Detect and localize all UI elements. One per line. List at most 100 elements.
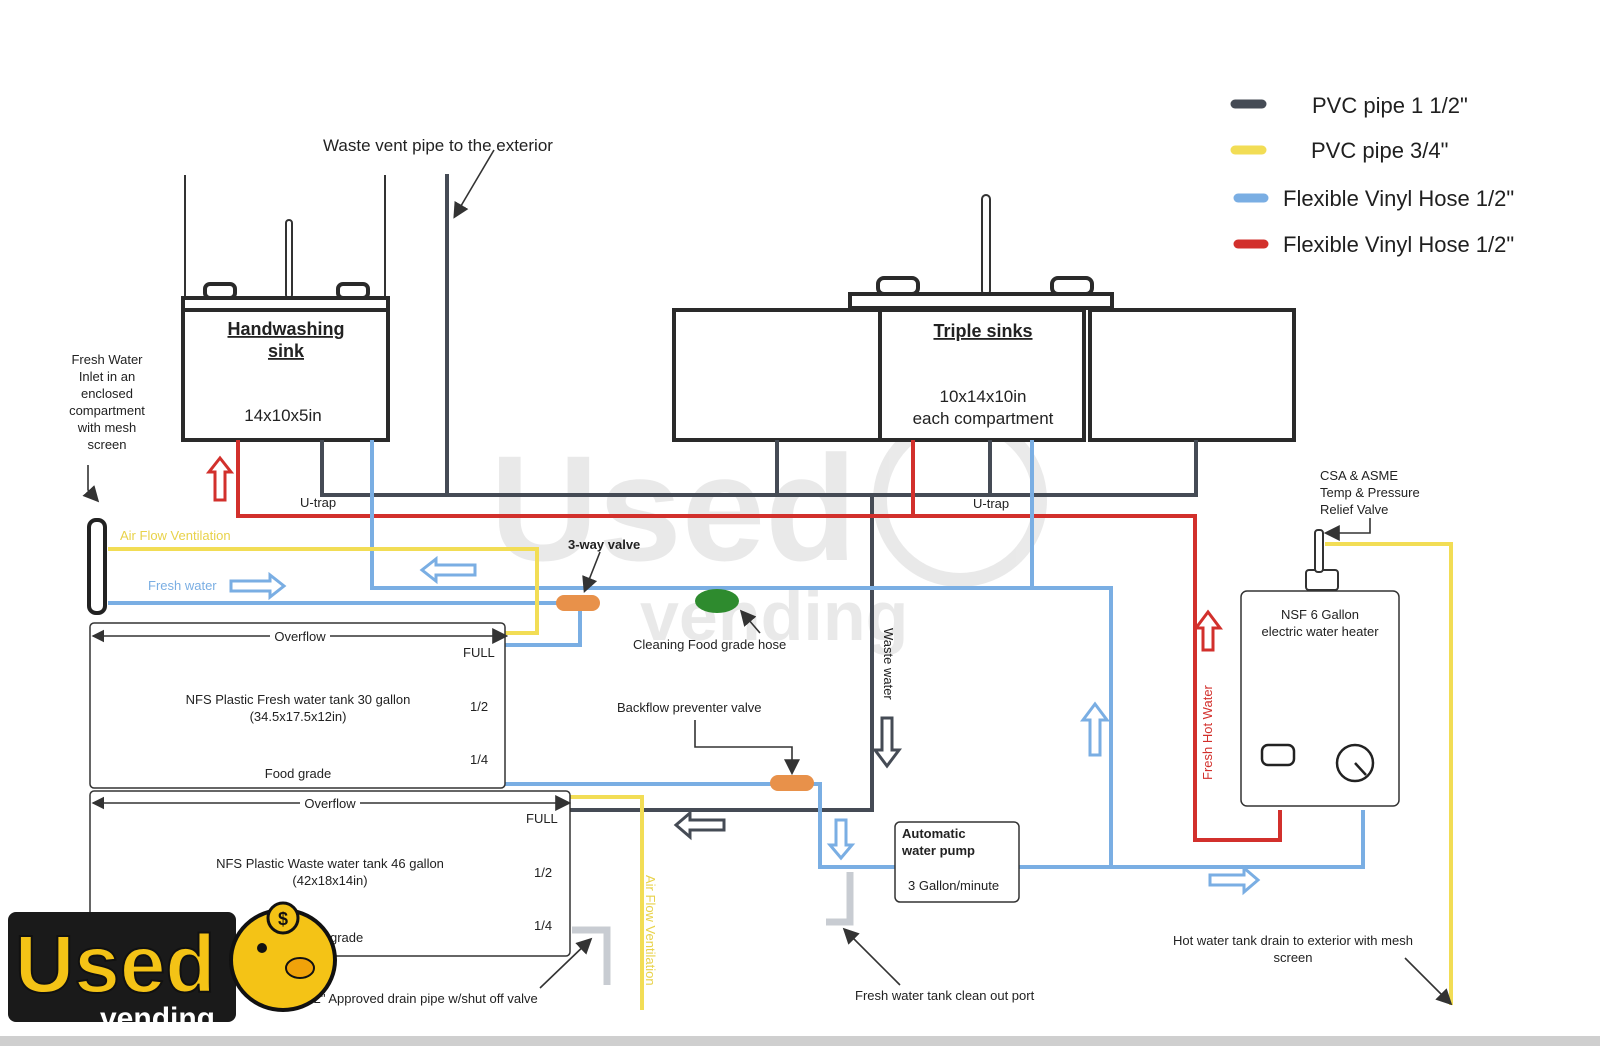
- water-pump: Automatic water pump 3 Gallon/minute: [894, 821, 1020, 903]
- backflow-label: Backflow preventer valve: [617, 700, 762, 715]
- heater-line-0: NSF 6 Gallon: [1281, 607, 1359, 622]
- fresh-tank-name-2: (34.5x17.5x12in): [250, 709, 347, 724]
- flow-arrows: [205, 455, 1261, 896]
- fresh-tank-overflow: Overflow: [274, 629, 326, 644]
- waste-pipes: [320, 440, 1198, 812]
- triple-dims-2: each compartment: [913, 409, 1054, 428]
- faucet-icon: [981, 194, 991, 296]
- legend-label-0: PVC pipe 1 1/2": [1312, 93, 1468, 118]
- fresh-tank-half: 1/2: [470, 699, 488, 714]
- flow-arrow-up-red-icon: [205, 455, 235, 502]
- triple-sinks: Triple sinks 10x14x10in each compartment: [672, 194, 1296, 442]
- footer-bar: [0, 1036, 1600, 1046]
- fresh-hot-label: Fresh Hot Water: [1200, 684, 1215, 780]
- legend: PVC pipe 1 1/2" PVC pipe 3/4" Flexible V…: [1230, 93, 1514, 257]
- fresh-water-inlet: [87, 518, 107, 615]
- waste-tank-overflow: Overflow: [304, 796, 356, 811]
- waste-tank-name-2: (42x18x14in): [292, 873, 367, 888]
- csa-line-0: CSA & ASME: [1320, 468, 1398, 483]
- air-flow-top-label: Air Flow Ventilation: [120, 528, 231, 543]
- waste-vent-label: Waste vent pipe to the exterior: [323, 136, 553, 155]
- hot-drain-line-2: screen: [1273, 950, 1312, 965]
- three-way-arrow: [582, 551, 601, 593]
- heater-line-1: electric water heater: [1261, 624, 1379, 639]
- fresh-water-pipes: [108, 440, 1365, 869]
- legend-label-2: Flexible Vinyl Hose 1/2": [1283, 186, 1514, 211]
- handwashing-sink: Handwashing sink 14x10x5in: [181, 175, 390, 442]
- flow-arrow-left-dark-icon: [673, 809, 726, 841]
- three-way-valve: [556, 595, 600, 611]
- fresh-inlet-line-3: compartment: [69, 403, 145, 418]
- water-heater: NSF 6 Gallon electric water heater: [1240, 529, 1400, 807]
- fresh-tank-quarter: 1/4: [470, 752, 488, 767]
- triple-title: Triple sinks: [933, 321, 1032, 341]
- legend-label-1: PVC pipe 3/4": [1311, 138, 1448, 163]
- hot-drain-line-1: Hot water tank drain to exterior with me…: [1173, 933, 1413, 948]
- pump-label-1: Automatic: [902, 826, 966, 841]
- flow-arrow-down-dark-icon: [872, 716, 902, 769]
- csa-arrow: [1323, 518, 1371, 541]
- cleanout-arrow: [842, 927, 901, 986]
- waste-tank-grade: grade: [330, 930, 363, 945]
- fresh-tank-name-1: NFS Plastic Fresh water tank 30 gallon: [186, 692, 411, 707]
- flow-arrow-right-icon: [229, 571, 287, 601]
- cleanout-label: Fresh water tank clean out port: [855, 988, 1035, 1003]
- flow-arrow-left-icon: [419, 555, 477, 585]
- vent-pipes: [108, 542, 1453, 1010]
- hot-water-pipes: [236, 440, 1282, 842]
- waste-tank-quarter: 1/4: [534, 918, 552, 933]
- backflow-arrow: [694, 720, 800, 776]
- cleanout-port-pipe: [826, 872, 854, 926]
- handwash-dims: 14x10x5in: [244, 406, 322, 425]
- cleaning-hose-label: Cleaning Food grade hose: [633, 637, 786, 652]
- fresh-water-label: Fresh water: [148, 578, 217, 593]
- handwash-title-1: Handwashing: [227, 319, 344, 339]
- pump-rate: 3 Gallon/minute: [908, 878, 999, 893]
- logo-word-2: vending: [100, 1002, 215, 1035]
- fresh-tank-food-grade: Food grade: [265, 766, 332, 781]
- heater-switch-icon: [1260, 743, 1296, 767]
- fresh-tank-full: FULL: [463, 645, 495, 660]
- faucet-icon: [285, 219, 293, 299]
- watermark-text: Used: [490, 424, 857, 592]
- csa-line-1: Temp & Pressure: [1320, 485, 1420, 500]
- flow-arrow-up-red2-icon: [1193, 609, 1223, 652]
- waste-tank-full: FULL: [526, 811, 558, 826]
- legend-label-3: Flexible Vinyl Hose 1/2": [1283, 232, 1514, 257]
- drain-arrow: [539, 937, 593, 989]
- fresh-inlet-label: Fresh Water Inlet in an enclosed compart…: [69, 352, 145, 452]
- fresh-inlet-arrow: [82, 465, 100, 503]
- handwash-title-2: sink: [268, 341, 305, 361]
- air-flow-bottom-label: Air Flow Ventilation: [643, 875, 658, 986]
- fresh-inlet-line-1: Inlet in an: [79, 369, 135, 384]
- waste-tank-name-1: NFS Plastic Waste water tank 46 gallon: [216, 856, 444, 871]
- csa-line-2: Relief Valve: [1320, 502, 1388, 517]
- relief-valve-icon: [1314, 529, 1324, 573]
- fresh-inlet-line-0: Fresh Water: [71, 352, 143, 367]
- used-vending-logo: Used vending $: [8, 901, 337, 1035]
- waste-water-label: Waste water: [881, 628, 896, 700]
- hot-drain-arrow: [1404, 957, 1453, 1006]
- waste-tank-half: 1/2: [534, 865, 552, 880]
- cleaning-hose-arrow: [739, 609, 761, 634]
- fresh-inlet-line-2: enclosed: [81, 386, 133, 401]
- triple-dims-1: 10x14x10in: [940, 387, 1027, 406]
- utrap-left-label: U-trap: [300, 495, 336, 510]
- flow-arrow-down-blue-icon: [826, 818, 856, 861]
- watermark-pig-icon: [873, 413, 1047, 587]
- utrap-right-label: U-trap: [973, 496, 1009, 511]
- fresh-inlet-line-5: screen: [87, 437, 126, 452]
- pump-label-2: water pump: [901, 843, 975, 858]
- drain-label: /2" Approved drain pipe w/shut off valve: [310, 991, 538, 1006]
- csa-label: CSA & ASME Temp & Pressure Relief Valve: [1320, 468, 1420, 517]
- flow-arrow-up-blue-icon: [1080, 701, 1110, 757]
- backflow-valve: [770, 775, 814, 791]
- fresh-inlet-line-4: with mesh: [77, 420, 137, 435]
- fresh-water-tank: Overflow FULL NFS Plastic Fresh water ta…: [89, 622, 509, 789]
- logo-word-1: Used: [15, 919, 216, 1010]
- cleaning-hose-connector: [695, 589, 739, 613]
- three-way-label: 3-way valve: [568, 537, 640, 552]
- coin-symbol: $: [278, 909, 288, 929]
- drain-pipe: [572, 926, 611, 985]
